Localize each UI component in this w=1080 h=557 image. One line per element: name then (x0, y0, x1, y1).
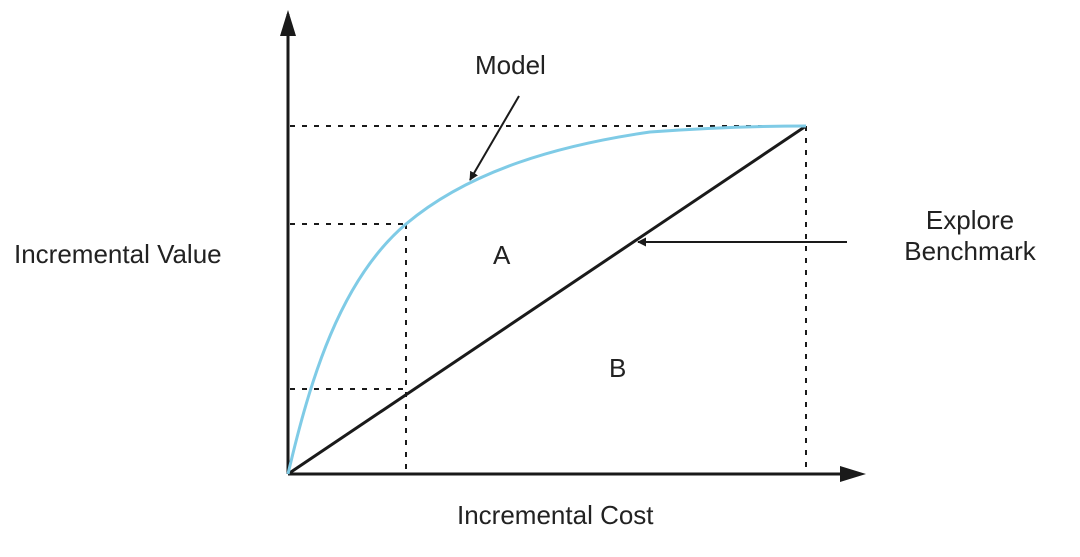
model-pointer-arrow (469, 95, 520, 181)
explore-annotation-line2: Benchmark (904, 236, 1036, 266)
model-curve (286, 124, 807, 475)
explore-annotation-line1: Explore (925, 205, 1015, 235)
y-axis-label: Incremental Value (14, 239, 222, 269)
x-axis-arrowhead (840, 466, 866, 482)
benchmark-line (287, 124, 807, 476)
region-b-label: B (609, 353, 627, 383)
y-axis-arrowhead (280, 10, 296, 36)
x-axis-label: Incremental Cost (457, 500, 654, 530)
explore-benchmark-annotation: Explore Benchmark (880, 205, 1060, 267)
model-annotation: Model (475, 50, 546, 80)
region-a-label: A (493, 240, 511, 270)
